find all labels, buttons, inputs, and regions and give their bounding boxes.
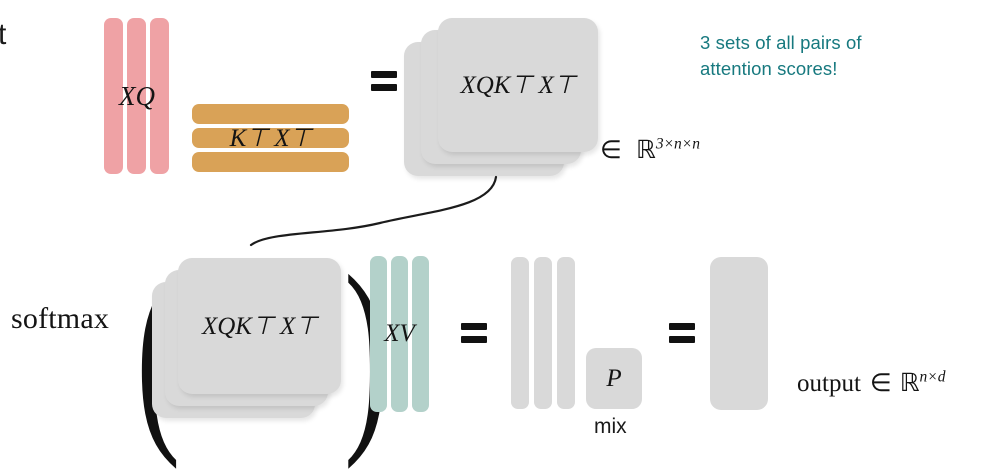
heads-output-block [511, 257, 575, 409]
equals-sign-top [371, 71, 397, 91]
mix-caption: mix [594, 415, 627, 438]
attention-scores-label-bottom: XQK⊤ X⊤ [178, 258, 341, 394]
membership-symbol: ∈ [600, 137, 622, 164]
xq-slab [127, 18, 146, 174]
kt-xt-label: K⊤ X⊤ [192, 104, 349, 172]
scores-shape-annotation: ∈ ℝ3×n×n [600, 135, 700, 165]
attention-scores-note-line2: attention scores! [700, 58, 838, 79]
kt-xt-slab [192, 128, 349, 148]
softmax-label: softmax [11, 302, 110, 335]
xv-matrix-block: XV [370, 256, 429, 412]
output-shape-annotation: output ∈ ℝn×d [797, 368, 945, 398]
xq-slab [150, 18, 169, 174]
xv-slab [391, 256, 408, 412]
equals-sign-bottom-2 [669, 323, 695, 343]
scores-layer-front [178, 258, 341, 394]
xv-slab [370, 256, 387, 412]
xq-slab [104, 18, 123, 174]
real-set-symbol: ℝ [636, 135, 656, 164]
mix-label: P [606, 364, 622, 392]
attention-scores-label-bottom-text: XQK⊤ X⊤ [201, 313, 318, 340]
heads-slab [534, 257, 552, 409]
diagram-canvas: t XQ K⊤ X⊤ XQK⊤ X⊤ ∈ ℝ3×n×n 3 sets of al [0, 18, 980, 458]
scores-layer-front [438, 18, 598, 152]
curved-connector-arrow [249, 175, 498, 247]
kt-xt-slab [192, 152, 349, 172]
output-real-set-symbol: ℝ [899, 368, 920, 397]
xv-slab [412, 256, 429, 412]
mix-card [586, 348, 642, 409]
output-shape-exponent: n×d [919, 368, 946, 386]
xq-label: XQ [119, 80, 155, 111]
attention-scores-stack-bottom: XQK⊤ X⊤ [152, 258, 352, 418]
final-output-card [710, 257, 768, 410]
attention-scores-stack-top: XQK⊤ X⊤ [404, 18, 604, 178]
attention-scores-note: 3 sets of all pairs of attention scores! [700, 30, 980, 82]
attention-scores-note-line1: 3 sets of all pairs of [700, 32, 862, 53]
output-word: output [797, 370, 861, 397]
attention-scores-label-top: XQK⊤ X⊤ [438, 18, 598, 152]
heads-slab [557, 257, 575, 409]
heads-slab [511, 257, 529, 409]
kt-xt-matrix-block: K⊤ X⊤ [192, 104, 349, 172]
final-output-block [710, 257, 768, 410]
kt-xt-slab [192, 104, 349, 124]
mix-matrix-block: P [586, 348, 642, 409]
equals-sign-bottom-1 [461, 323, 487, 343]
scores-shape-exponent: 3×n×n [655, 135, 701, 153]
xq-matrix-block: XQ [104, 18, 170, 174]
kt-xt-label-text: K⊤ X⊤ [229, 125, 312, 152]
output-membership-symbol: ∈ [869, 370, 892, 397]
cut-off-text-t: t [0, 18, 7, 51]
attention-scores-label-top-text: XQK⊤ X⊤ [460, 72, 576, 99]
xv-label: XV [384, 320, 415, 347]
